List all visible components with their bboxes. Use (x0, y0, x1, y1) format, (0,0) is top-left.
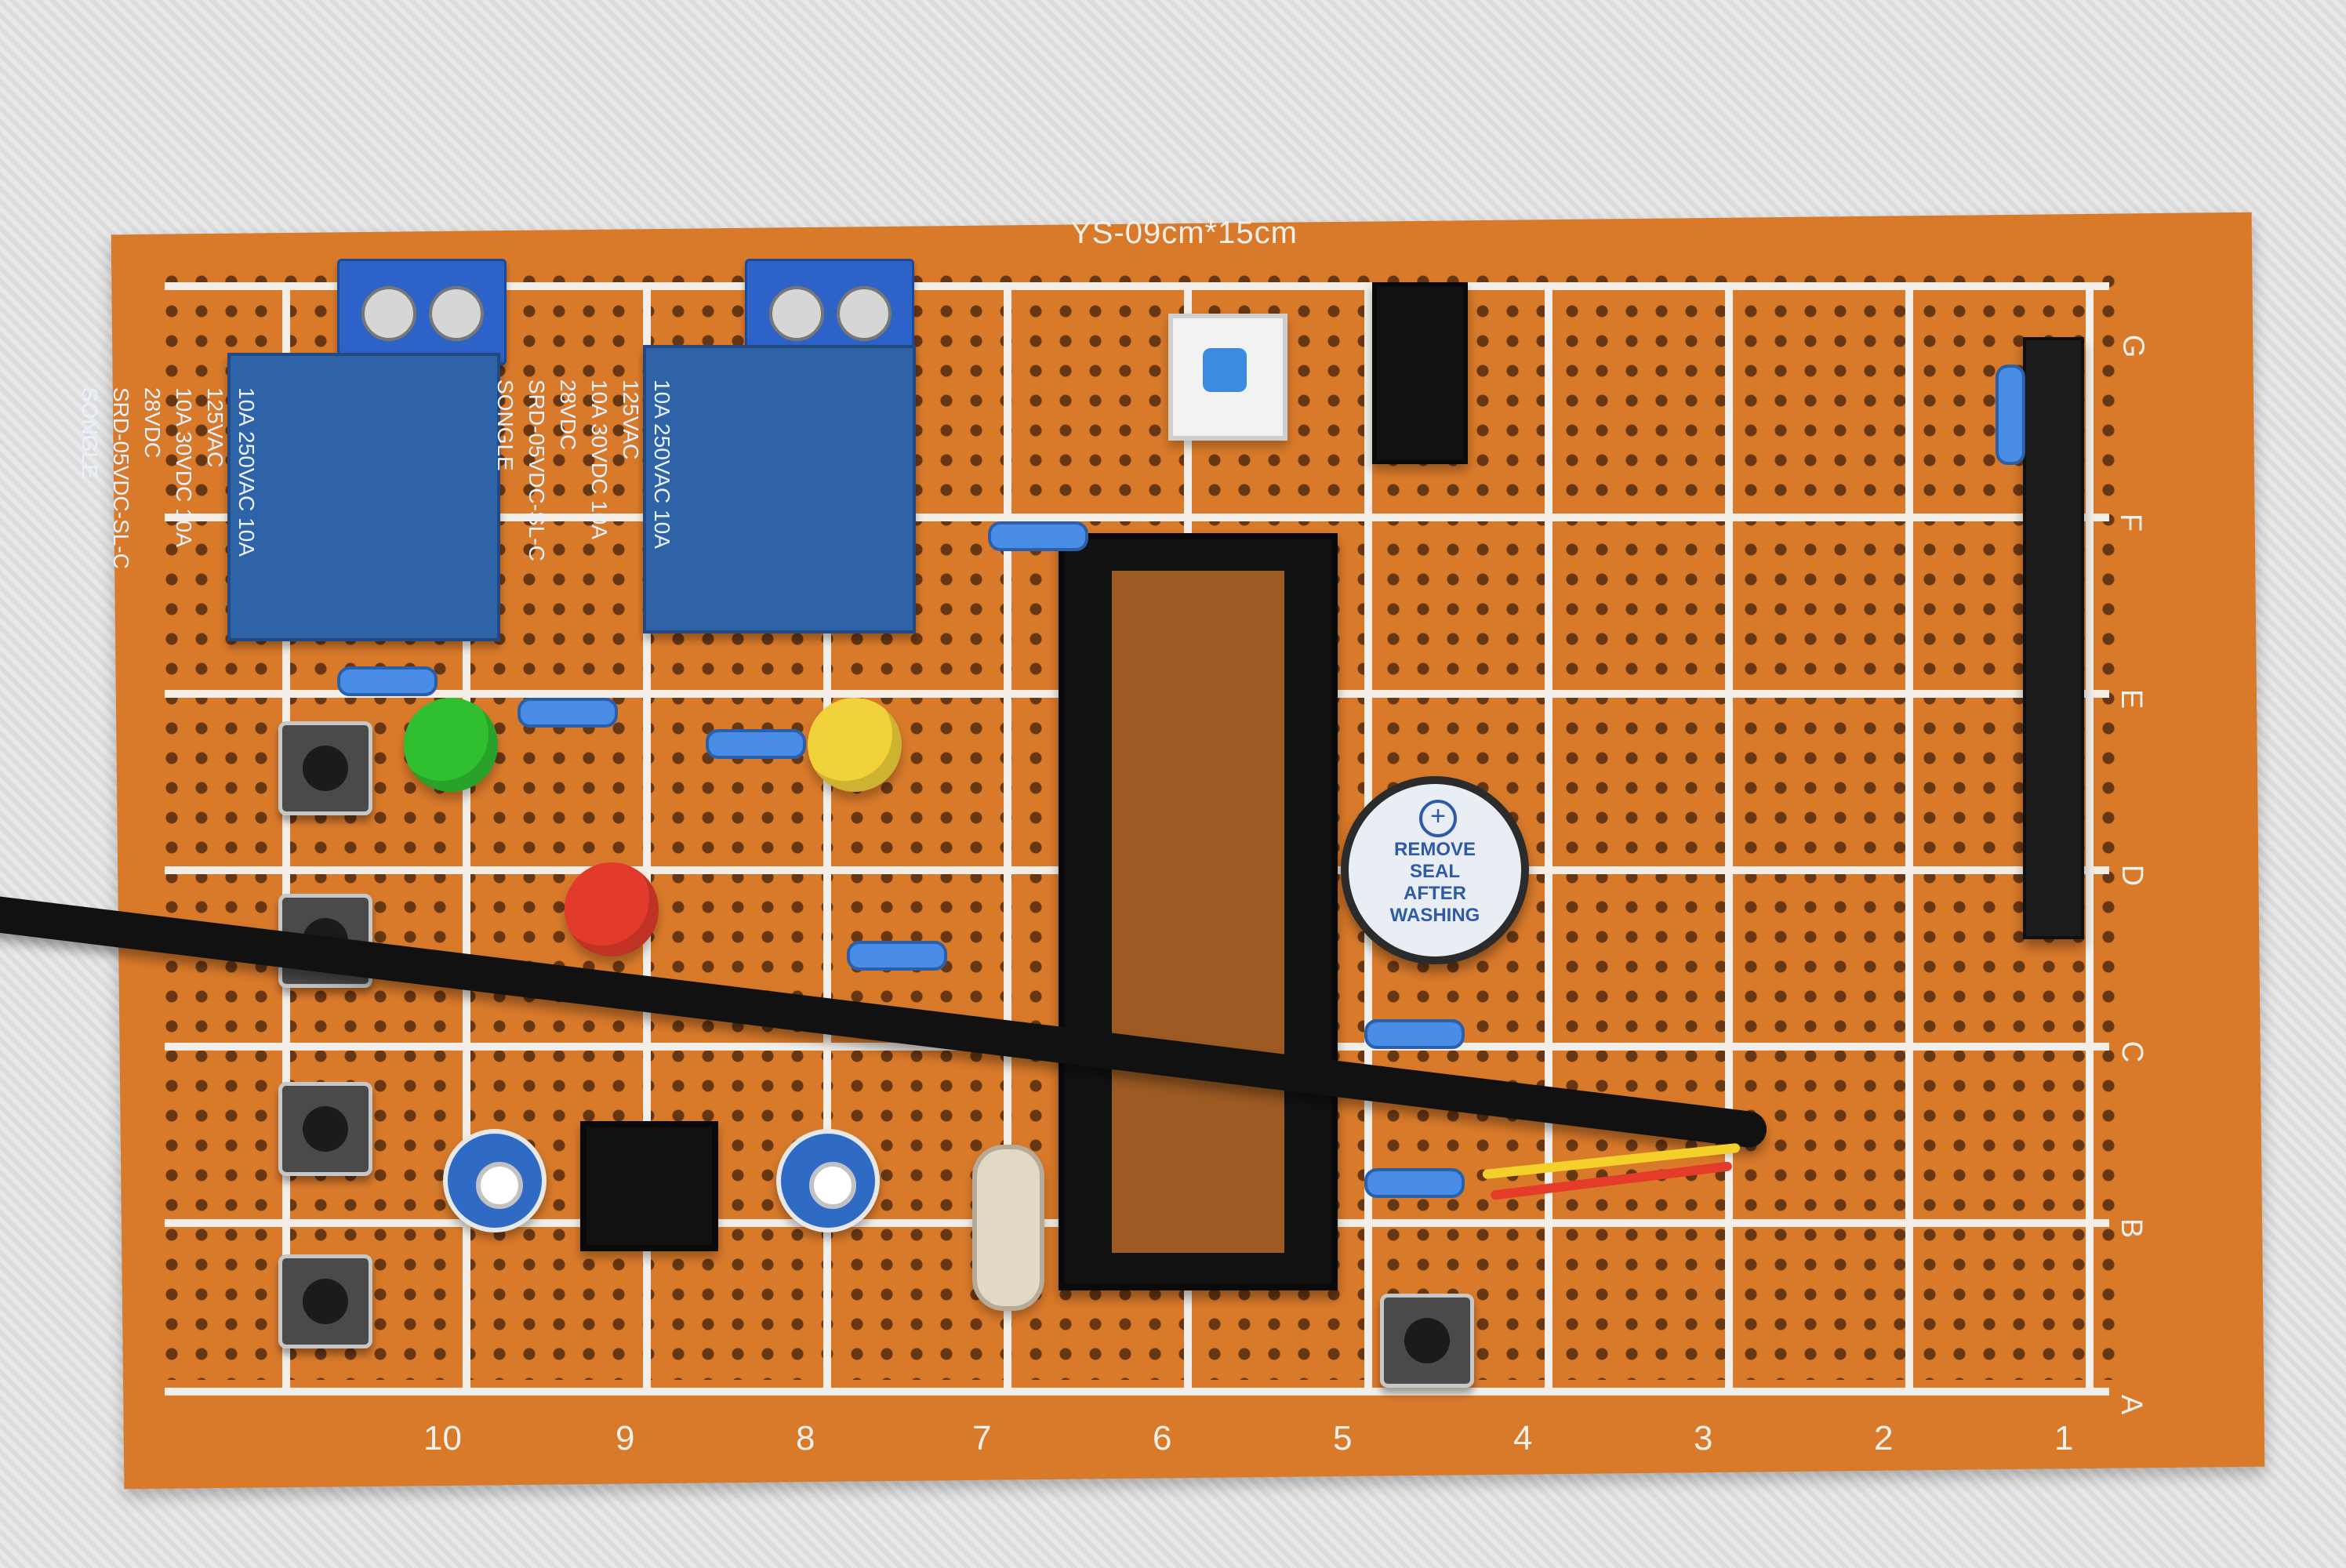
resistor (518, 698, 618, 728)
potentiometer (443, 1129, 547, 1232)
board-number: 6 (1153, 1419, 1172, 1457)
tactile-button (1380, 1294, 1474, 1388)
grid-line (165, 514, 2109, 521)
relay-text-line: 10A 30VDC 10A 28VDC (556, 379, 612, 539)
board-number: 3 (1694, 1419, 1713, 1457)
ic-socket (1059, 533, 1338, 1290)
board-letter: F (2114, 513, 2148, 532)
relay-text-line: SONGLE (78, 387, 102, 479)
dip-ic (580, 1121, 718, 1251)
board-title: YS-09cm*15cm (1070, 216, 1298, 250)
plus-icon: + (1419, 800, 1457, 837)
relay: 10A 250VAC 10A 125VAC 10A 30VDC 10A 28VD… (78, 353, 500, 641)
grid-line (1725, 282, 1733, 1396)
resistor (847, 941, 947, 971)
board-number: 10 (423, 1419, 462, 1457)
relay-label: 10A 250VAC 10A 125VAC 10A 30VDC 10A 28VD… (42, 387, 262, 607)
grid-line (165, 282, 2109, 290)
push-switch (1168, 314, 1287, 441)
potentiometer (776, 1129, 880, 1232)
relay-text-line: SRD-05VDC-SL-C (109, 387, 133, 569)
pin-header (2023, 337, 2084, 939)
relay-text-line: SONGLE (493, 379, 518, 471)
buzzer-label-line: SEAL (1409, 861, 1460, 882)
relay-text-line: 10A 250VAC 10A 125VAC (203, 387, 259, 556)
tactile-button (278, 1254, 372, 1348)
board-letter: B (2115, 1218, 2148, 1239)
board-number: 4 (1513, 1419, 1533, 1457)
grid-line (643, 282, 651, 1396)
resistor (706, 729, 806, 759)
buzzer-label-line: REMOVE (1393, 839, 1476, 860)
board-letter: C (2115, 1040, 2149, 1063)
grid-line (165, 1388, 2109, 1396)
relay-text-line: 10A 250VAC 10A 125VAC (619, 379, 674, 548)
led-green (404, 698, 498, 792)
grid-line (2086, 282, 2094, 1396)
relay-text-line: SRD-05VDC-SL-C (525, 379, 549, 561)
grid-line (1545, 282, 1552, 1396)
led-red (565, 862, 659, 956)
buzzer-label-line: WASHING (1389, 905, 1480, 926)
resistor (1364, 1019, 1465, 1049)
resistor (1996, 365, 2025, 465)
board-letter: G (2116, 334, 2150, 358)
crystal (972, 1145, 1044, 1311)
board-number: 5 (1333, 1419, 1353, 1457)
board-number: 7 (972, 1419, 992, 1457)
grid-line (1905, 282, 1913, 1396)
buzzer-label-line: AFTER (1404, 883, 1466, 904)
board-number: 9 (616, 1419, 635, 1457)
relay-text-line: 10A 30VDC 10A 28VDC (140, 387, 196, 546)
screw-icon (361, 286, 416, 341)
board-letter: A (2115, 1394, 2148, 1415)
screw-icon (429, 286, 484, 341)
tactile-button (278, 721, 372, 815)
screw-terminal (337, 259, 507, 365)
resistor (337, 666, 438, 696)
board-letter: D (2115, 864, 2149, 887)
buzzer: + REMOVE SEAL AFTER WASHING (1341, 776, 1529, 964)
resistor (988, 521, 1088, 551)
grid-line (463, 282, 470, 1396)
board-number: 2 (1874, 1419, 1894, 1457)
dc-jack (1372, 282, 1468, 464)
buzzer-label: REMOVE SEAL AFTER WASHING (1349, 839, 1521, 927)
grid-line (823, 282, 831, 1396)
relay-label: 10A 250VAC 10A 125VAC 10A 30VDC 10A 28VD… (458, 379, 677, 599)
led-yellow (808, 698, 902, 792)
resistor (1364, 1168, 1465, 1198)
screw-icon (769, 286, 824, 341)
screw-icon (837, 286, 892, 341)
grid-line (1004, 282, 1011, 1396)
board-number: 1 (2054, 1419, 2074, 1457)
board-number: 8 (796, 1419, 815, 1457)
relay: 10A 250VAC 10A 125VAC 10A 30VDC 10A 28VD… (493, 345, 916, 633)
grid-line (282, 282, 290, 1396)
tactile-button (278, 1082, 372, 1176)
board-letter: E (2115, 688, 2148, 710)
